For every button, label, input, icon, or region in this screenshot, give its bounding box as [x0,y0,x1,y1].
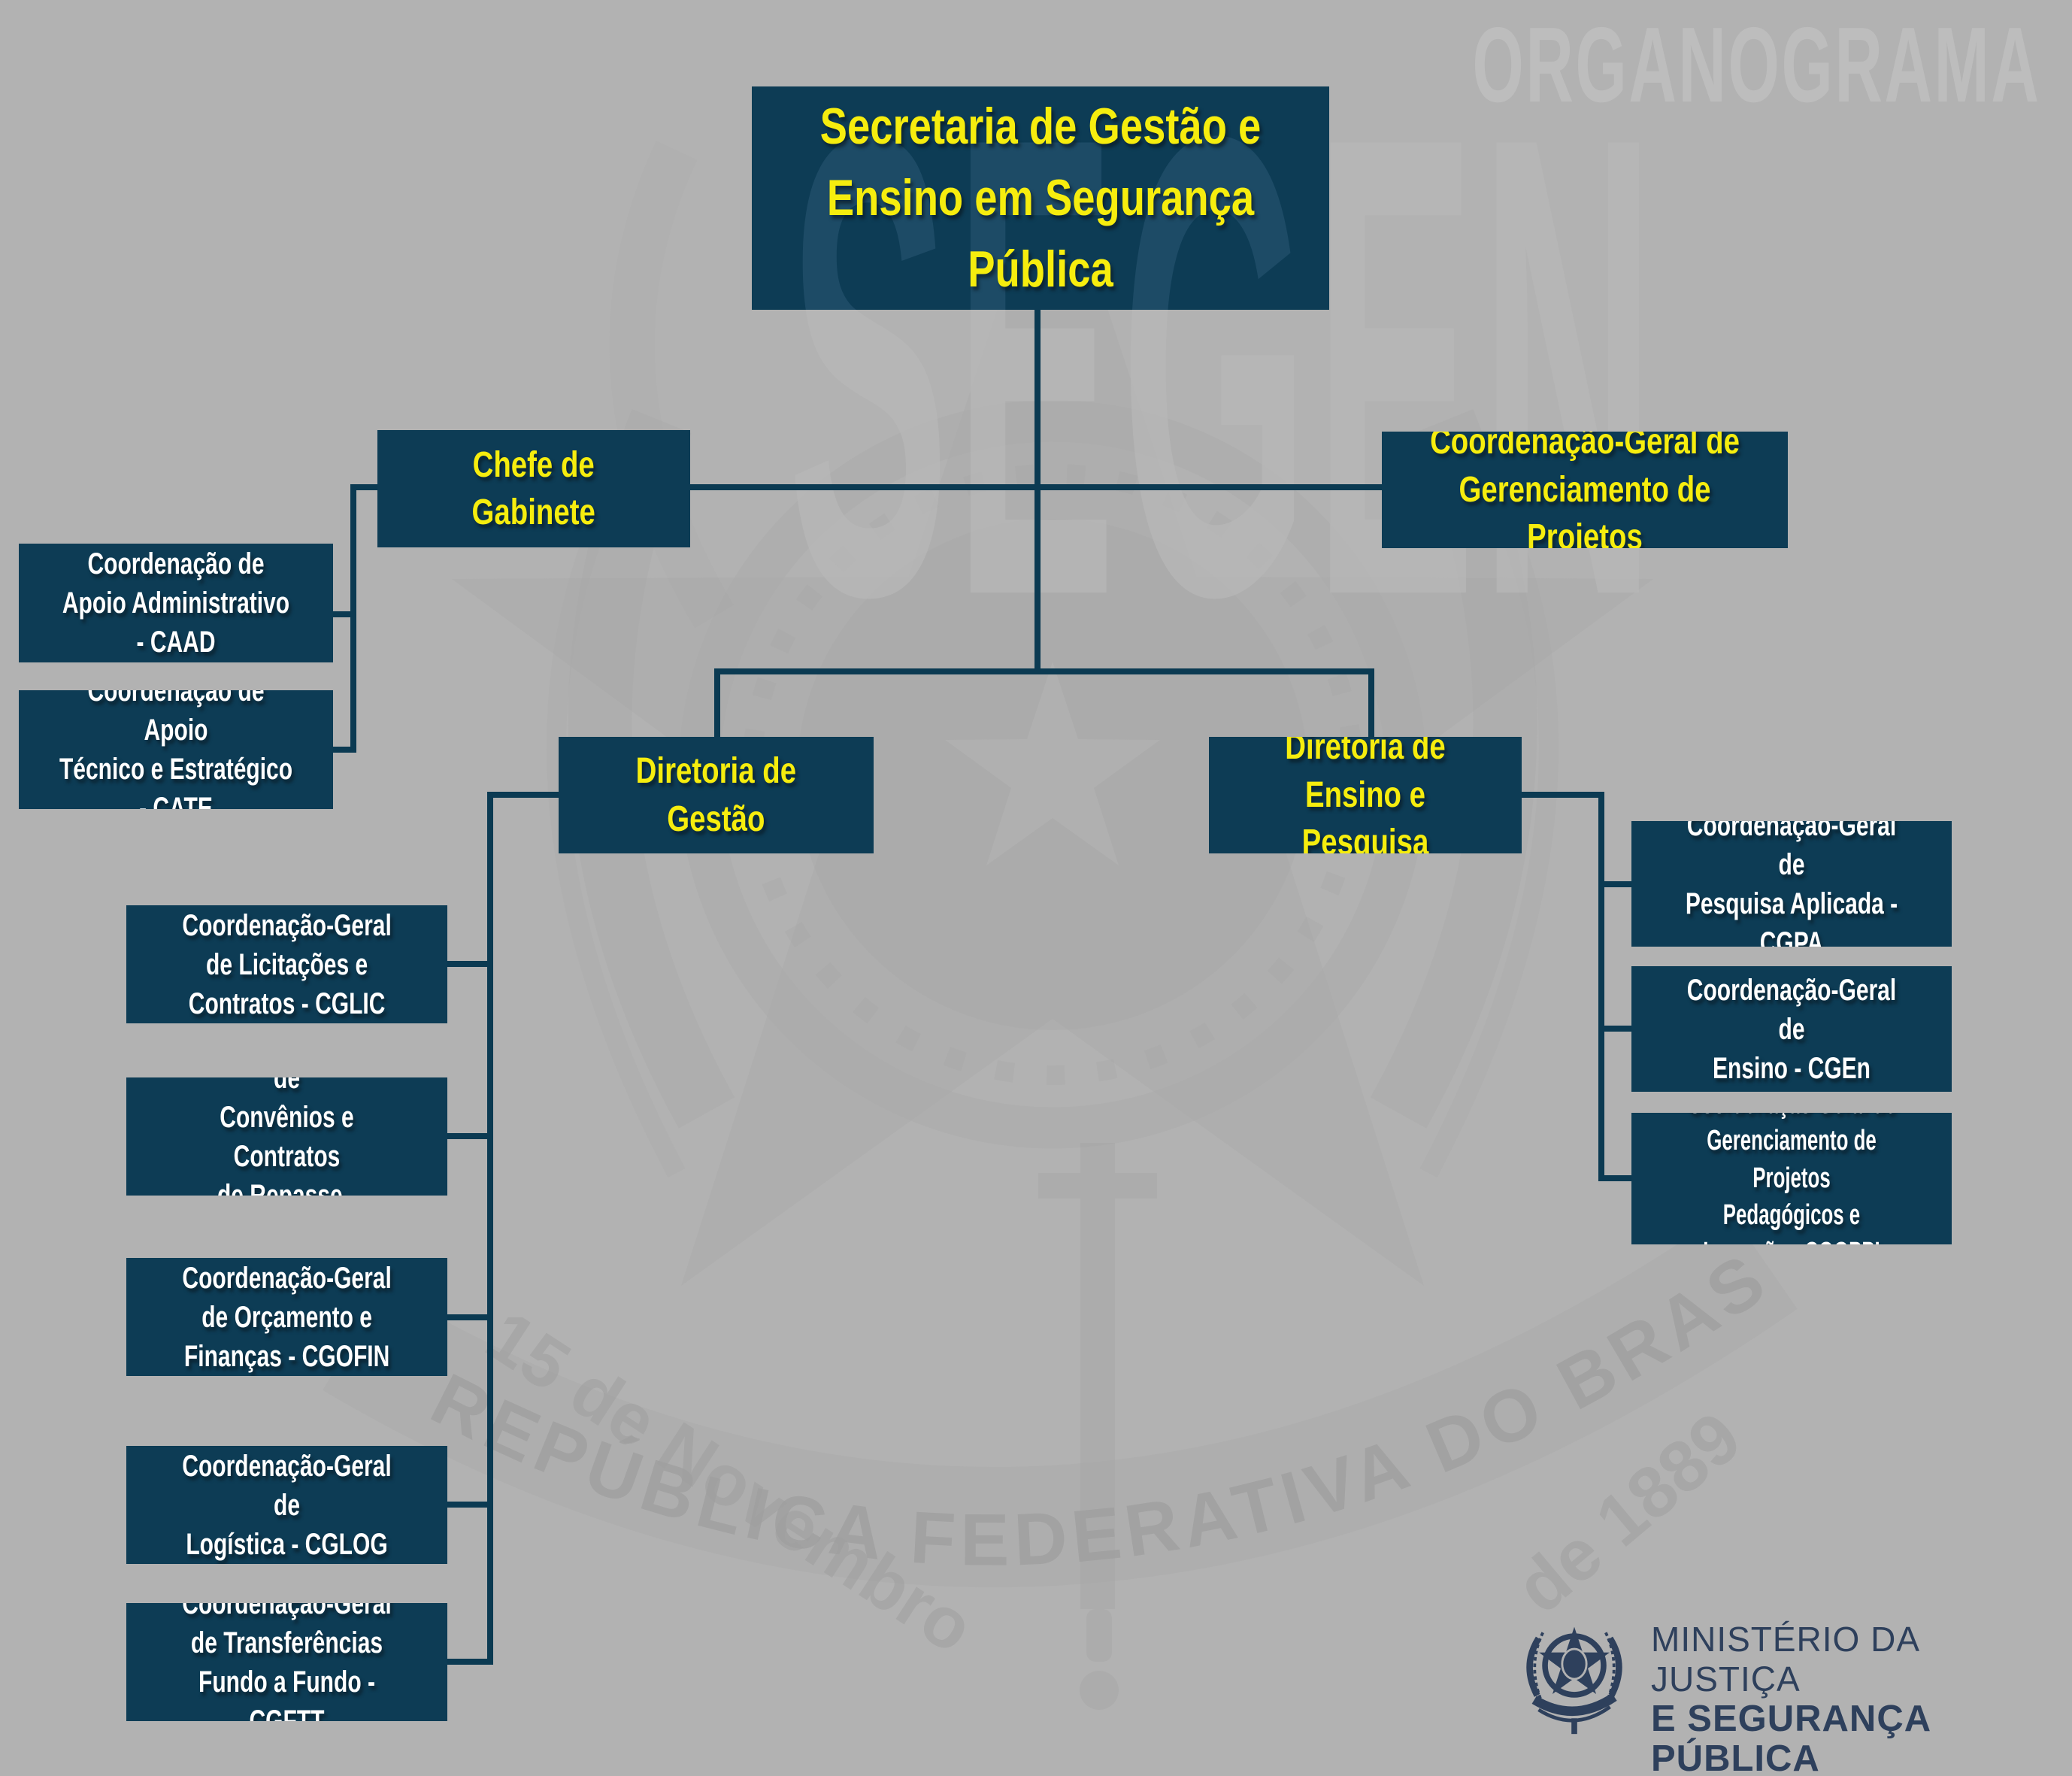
ministry-line-1: MINISTÉRIO DA JUSTIÇA [1651,1620,1919,1699]
org-node-cglic: Coordenação-Geral de Licitações e Contra… [126,905,447,1023]
org-node-diretoria-gestao: Diretoria de Gestão [559,737,874,853]
org-node-label: Coordenação-Geral de Gerenciamento de Pr… [1687,1113,1895,1244]
connector-left-column-vertical [487,792,493,1665]
org-node-label: Coordenação-Geral de Ensino - CGEn [1686,973,1897,1085]
org-node-label: Chefe de Gabinete [471,444,596,532]
org-node-label: Coordenação-Geral de Gerenciamento de Pr… [1430,432,1740,548]
org-node-cgftt: Coordenação-Geral de Transferências Fund… [126,1603,447,1721]
org-node-cgpa: Coordenação-Geral de Pesquisa Aplicada -… [1631,821,1952,947]
org-node-cggppi: Coordenação-Geral de Gerenciamento de Pr… [1631,1113,1952,1244]
connector-level2-horizontal [714,668,1374,674]
org-node-cglog: Coordenação-Geral de Logística - CGLOG [126,1446,447,1564]
org-node-cate: Coordenação de Apoio Técnico e Estratégi… [19,690,333,809]
connector-cgofin-stub [444,1314,492,1320]
connector-gabinete-branch-vertical [350,484,356,753]
connector-gestao-drop [714,668,720,740]
connector-cglic-stub [444,961,492,967]
connector-cggppi-stub [1598,1175,1634,1181]
org-node-cg-projetos: Coordenação-Geral de Gerenciamento de Pr… [1382,432,1788,548]
connector-cglog-stub [444,1502,492,1508]
org-node-secretaria-root: SEGEN Secretaria de Gestão e Ensino em S… [752,86,1329,310]
org-node-label: Coordenação de Apoio Técnico e Estratégi… [59,690,293,809]
org-node-label: Coordenação-Geral de Pesquisa Aplicada -… [1685,821,1898,947]
connector-level1-horizontal [350,484,1388,490]
org-node-label: Coordenação-Geral de Convênios e Contrat… [217,1077,357,1196]
segen-watermark-inner: SEGEN [788,86,1329,310]
connector-cate-stub [331,747,356,753]
ministry-logo-text: MINISTÉRIO DA JUSTIÇA E SEGURANÇA PÚBLIC… [1651,1611,2072,1776]
org-node-label: Coordenação-Geral de Orçamento e Finança… [182,1261,392,1373]
connector-cgpa-stub [1598,881,1634,887]
organograma-watermark: ORGANOGRAMA [1471,5,2040,125]
ministry-logo: MINISTÉRIO DA JUSTIÇA E SEGURANÇA PÚBLIC… [1517,1611,2072,1776]
connector-ensino-side-stub [1516,792,1604,798]
connector-ensino-drop [1368,668,1374,740]
connector-cgconv-stub [444,1133,492,1139]
org-node-chefe-gabinete: Chefe de Gabinete [377,430,690,547]
connector-cgftt-stub [444,1659,492,1665]
connector-cgen-stub [1598,1026,1634,1032]
org-node-label: Coordenação-Geral de Licitações e Contra… [182,908,392,1020]
org-node-label: Coordenação-Geral de Transferências Fund… [182,1603,392,1721]
ministry-line-2: E SEGURANÇA PÚBLICA [1651,1699,1931,1776]
org-node-diretoria-ensino-pesquisa: Diretoria de Ensino e Pesquisa [1209,737,1522,853]
org-node-label: Diretoria de Gestão [635,751,797,839]
connector-gestao-side-stub [487,792,562,798]
coat-of-arms-icon [1526,1626,1622,1735]
org-node-cgofin: Coordenação-Geral de Orçamento e Finança… [126,1258,447,1376]
connector-right-column-vertical [1598,792,1604,1181]
org-node-cgen: Coordenação-Geral de Ensino - CGEn [1631,966,1952,1092]
connector-caad-stub [331,611,356,617]
org-node-label: Coordenação de Apoio Administrativo - CA… [62,547,290,659]
connector-trunk [1034,308,1041,674]
org-node-caad: Coordenação de Apoio Administrativo - CA… [19,544,333,662]
org-node-label: Diretoria de Ensino e Pesquisa [1285,737,1446,853]
seal-sword [1038,1143,1157,1710]
org-node-cgconv: Coordenação-Geral de Convênios e Contrat… [126,1077,447,1196]
org-node-label: Secretaria de Gestão e Ensino em Seguran… [819,97,1262,299]
org-node-label: Coordenação-Geral de Logística - CGLOG [182,1449,392,1561]
